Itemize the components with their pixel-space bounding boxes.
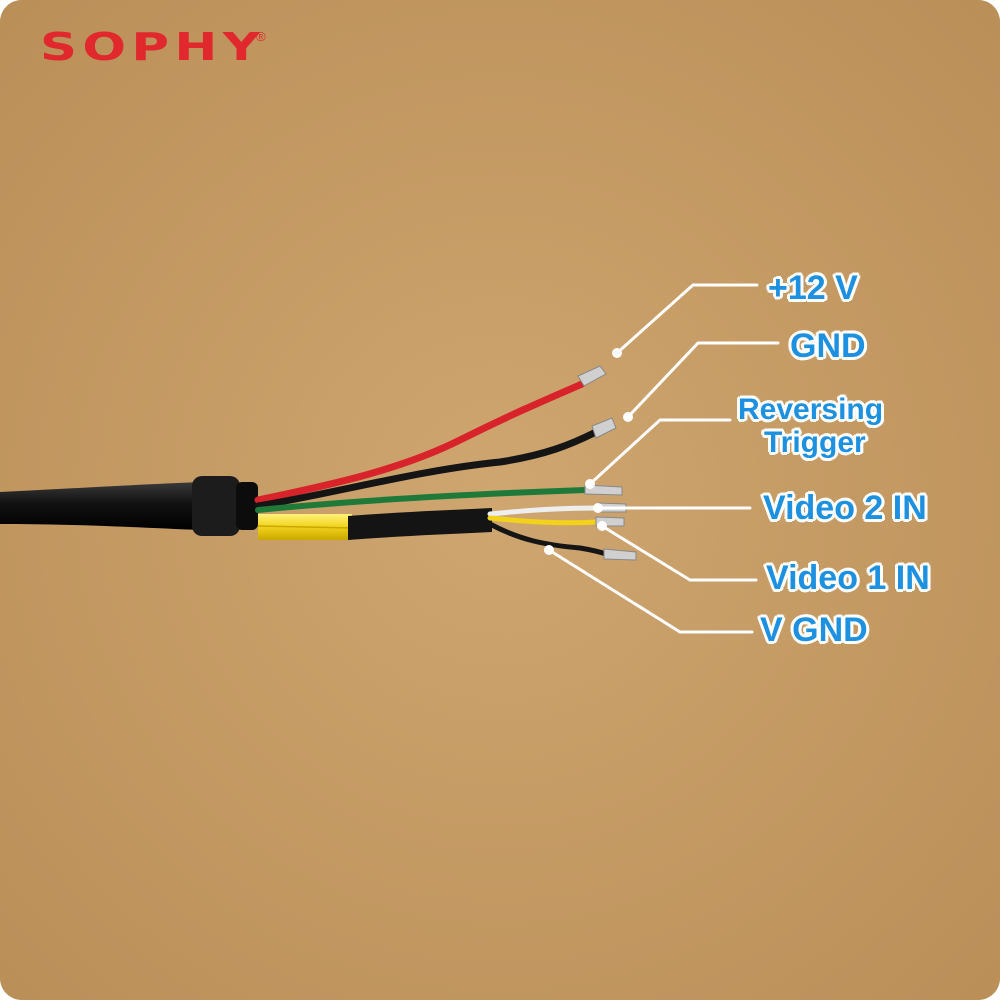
registered-mark: ® [256, 29, 266, 44]
callout-dots [544, 348, 633, 555]
callout-line-video1 [600, 524, 758, 582]
label-plus-12v: +12 V [768, 269, 858, 307]
white-wire [487, 505, 603, 517]
brand-logo: SOPHY [40, 25, 266, 69]
main-cable [0, 482, 200, 530]
label-gnd: GND [790, 327, 866, 365]
callout-line-vgnd [547, 548, 754, 634]
black-wire-terminal [591, 417, 617, 439]
callout-line-gnd [626, 341, 780, 419]
heat-shrink-sleeve [348, 508, 492, 540]
callout-line-12v [615, 283, 759, 355]
label-reversing-line2: Trigger [764, 426, 866, 459]
grommet-ring [236, 482, 258, 530]
callout-lines [547, 283, 780, 634]
red-wire [254, 380, 586, 504]
vgnd-wire-terminal [603, 548, 637, 561]
yellow-wire [487, 515, 601, 526]
label-reversing-line1: Reversing [738, 393, 884, 426]
label-video1-in: Video 1 IN [766, 559, 930, 597]
label-v-gnd: V GND [760, 611, 868, 649]
black-wire [254, 428, 600, 510]
callout-line-reversing [588, 418, 732, 486]
label-video2-in: Video 2 IN [763, 489, 927, 527]
vgnd-wire [487, 521, 609, 557]
green-wire [255, 487, 588, 513]
green-wire-terminal [584, 484, 623, 496]
red-wire-terminal [577, 365, 607, 387]
cable-grommet [192, 476, 240, 536]
label-reversing-trigger: Reversing Trigger [738, 393, 883, 459]
